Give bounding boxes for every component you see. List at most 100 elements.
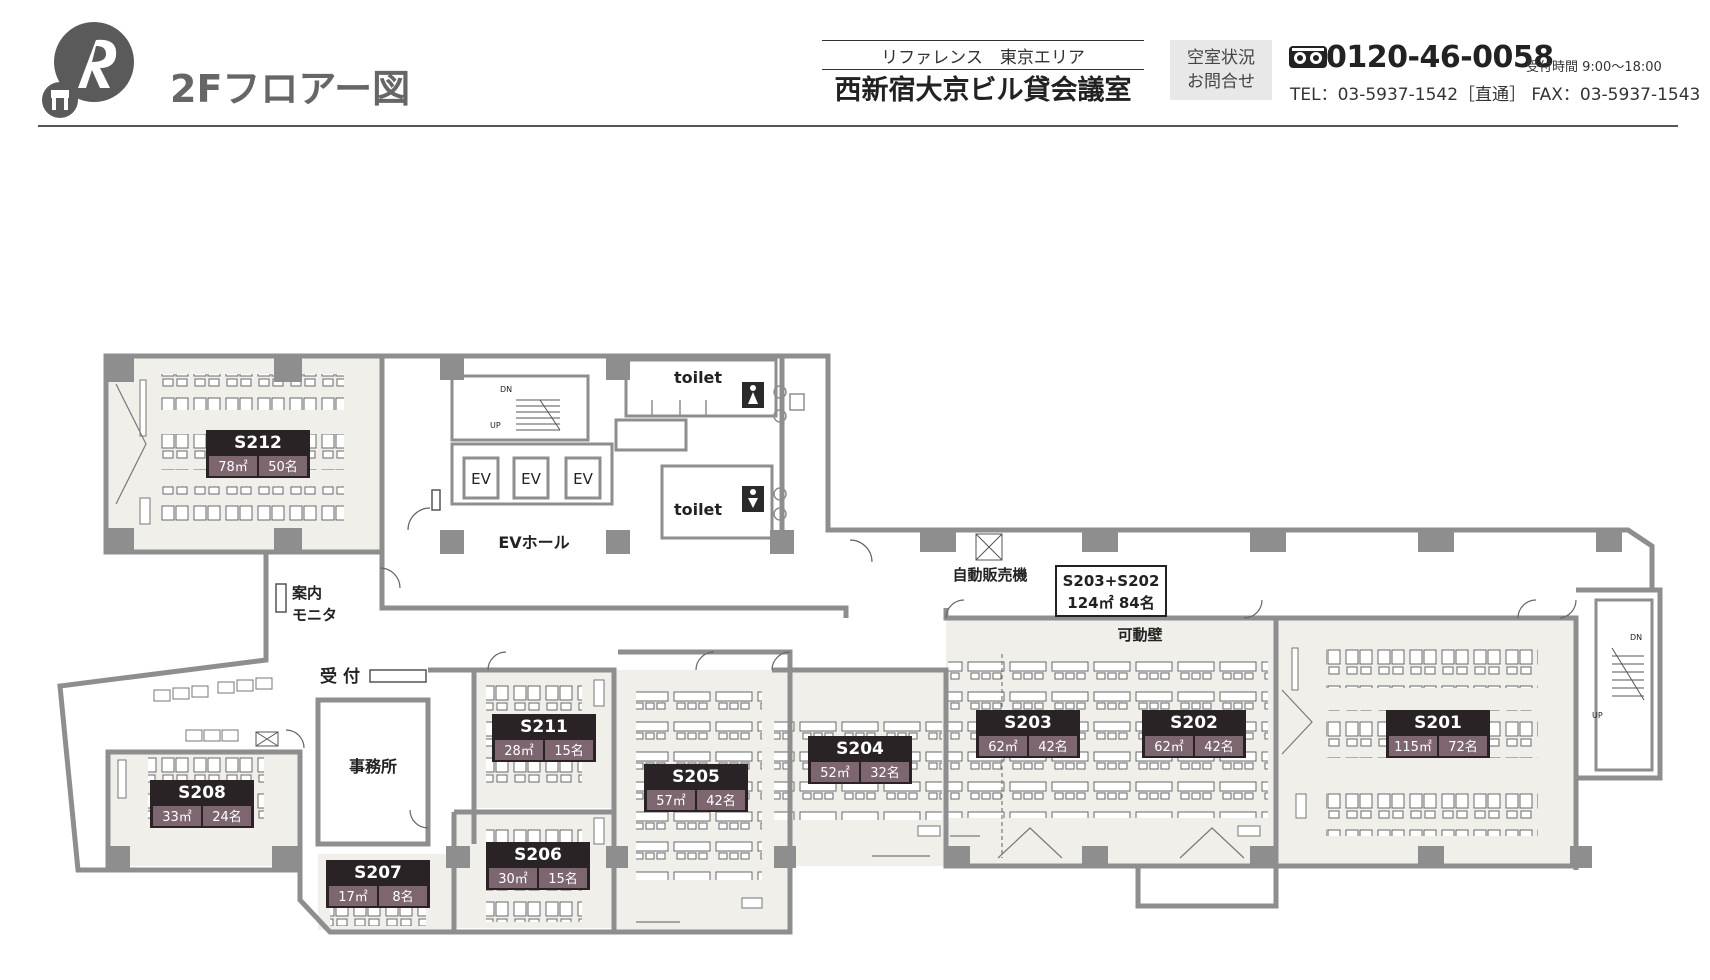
- room-capacity: 50名: [268, 459, 298, 475]
- room-badge-header: [150, 780, 254, 804]
- room-capacity: 8名: [392, 889, 413, 905]
- reception-hours: 受付時間 9:00〜18:00: [1526, 60, 1662, 75]
- tel-fax-line: TEL：03-5937-1542［直通］ FAX：03-5937-1543: [1290, 85, 1701, 105]
- stairs-down-label-left: DN: [500, 385, 512, 394]
- room-capacity: 32名: [870, 765, 900, 781]
- office-label: 事務所: [349, 757, 397, 776]
- room-area: 57㎡: [656, 794, 686, 809]
- room-capacity: 42名: [1038, 739, 1068, 755]
- room-badge-header: [976, 710, 1080, 734]
- room-area: 17㎡: [338, 890, 368, 905]
- room-badge-area-cell: [647, 790, 695, 810]
- stairs-down-label-right: DN: [1630, 633, 1642, 642]
- vacancy-line-1: 空室状況: [1187, 48, 1255, 68]
- stairs-up-label-right: UP: [1592, 711, 1603, 720]
- toilet-label-upper: toilet: [674, 368, 722, 387]
- room-badge-s204[interactable]: S204 52㎡ 32名: [808, 736, 912, 784]
- elevator-3-label: EV: [573, 470, 593, 488]
- room-badge-capacity-cell: [1439, 736, 1487, 756]
- room-capacity: 15名: [548, 871, 578, 887]
- room-id: S205: [672, 767, 720, 787]
- toilet-icon: [742, 486, 764, 512]
- venue-name: 西新宿大京ビル貸会議室: [834, 75, 1132, 106]
- elevator-2-label: EV: [521, 470, 541, 488]
- room-badge-capacity-cell: [539, 868, 587, 888]
- room-area: 33㎡: [162, 810, 192, 825]
- room-badge-s205[interactable]: S205 57㎡ 42名: [644, 764, 748, 812]
- room-badge-capacity-cell: [379, 886, 427, 906]
- room-id: S208: [178, 783, 226, 803]
- room-capacity: 15名: [554, 743, 584, 759]
- room-badge-capacity-cell: [203, 806, 251, 826]
- room-badge-area-cell: [495, 740, 543, 760]
- room-badge-area-cell: [209, 456, 257, 476]
- room-badge-s207[interactable]: S207 17㎡ 8名: [326, 860, 430, 908]
- room-area: 115㎡: [1394, 740, 1432, 755]
- room-id: S212: [234, 433, 282, 453]
- vacancy-inquiry-badge[interactable]: 空室状況 お問合せ: [1170, 40, 1272, 100]
- combined-room-title: S203+S202: [1063, 572, 1160, 590]
- combined-room-badge: S203+S202 124㎡ 84名: [1055, 565, 1167, 617]
- room-id: S204: [836, 739, 884, 759]
- room-badge-area-cell: [979, 736, 1027, 756]
- room-badge-area-cell: [153, 806, 201, 826]
- room-capacity: 42名: [706, 793, 736, 809]
- header-divider: [38, 125, 1678, 127]
- elevator-1-label: EV: [471, 470, 491, 488]
- room-area: 62㎡: [1154, 740, 1184, 755]
- room-badge-s202[interactable]: S202 62㎡ 42名: [1142, 710, 1246, 758]
- vending-machine-label: 自動販売機: [952, 566, 1027, 584]
- room-badge-s203[interactable]: S203 62㎡ 42名: [976, 710, 1080, 758]
- room-badge-header: [486, 842, 590, 866]
- room-badge-capacity-cell: [697, 790, 745, 810]
- room-badge-area-cell: [1389, 736, 1437, 756]
- room-id: S201: [1414, 713, 1462, 733]
- freedial-icon: [1289, 46, 1327, 68]
- room-badge-header: [644, 764, 748, 788]
- room-id: S211: [520, 717, 568, 737]
- stairs-right: [1594, 598, 1654, 772]
- room-area: 62㎡: [988, 740, 1018, 755]
- info-monitor-label-2: モニタ: [292, 606, 337, 624]
- toilet-icon: [742, 382, 764, 408]
- room-id: S207: [354, 863, 402, 883]
- room-badge-capacity-cell: [861, 762, 909, 782]
- room-badge-s206[interactable]: S206 30㎡ 15名: [486, 842, 590, 890]
- reference-logo-icon: [42, 22, 134, 118]
- room-area: 52㎡: [820, 766, 850, 781]
- room-badge-area-cell: [811, 762, 859, 782]
- room-badge-header: [206, 430, 310, 454]
- room-id: S203: [1004, 713, 1052, 733]
- service-core: [450, 358, 805, 540]
- room-badge-header: [326, 860, 430, 884]
- room-badge-header: [492, 714, 596, 738]
- info-monitor-label-1: 案内: [291, 584, 322, 602]
- room-badge-area-cell: [329, 886, 377, 906]
- reception-label: 受 付: [320, 666, 360, 687]
- room-badge-capacity-cell: [259, 456, 307, 476]
- room-id: S206: [514, 845, 562, 865]
- room-badge-header: [1386, 710, 1490, 734]
- projector-screens: [115, 383, 1313, 923]
- vacancy-line-2: お問合せ: [1187, 72, 1255, 92]
- room-capacity: 72名: [1448, 739, 1478, 755]
- room-badge-capacity-cell: [1029, 736, 1077, 756]
- room-badge-s201[interactable]: S201 115㎡ 72名: [1386, 710, 1490, 758]
- freedial-number[interactable]: 0120-46-0058: [1326, 40, 1554, 75]
- room-badge-header: [808, 736, 912, 760]
- room-capacity: 42名: [1204, 739, 1234, 755]
- floor-title: 2Fフロアー図: [170, 67, 411, 111]
- ev-hall-label: EVホール: [498, 533, 569, 552]
- area-subtitle: リファレンス 東京エリア: [822, 40, 1144, 70]
- columns: [106, 356, 1622, 868]
- stairs-left: [516, 399, 561, 431]
- room-badge-capacity-cell: [545, 740, 593, 760]
- room-id: S202: [1170, 713, 1218, 733]
- floorplan-labels: toilet toilet EV EV EV EVホール 自動販売機 案内 モニ…: [291, 368, 1642, 776]
- room-area: 30㎡: [498, 872, 528, 887]
